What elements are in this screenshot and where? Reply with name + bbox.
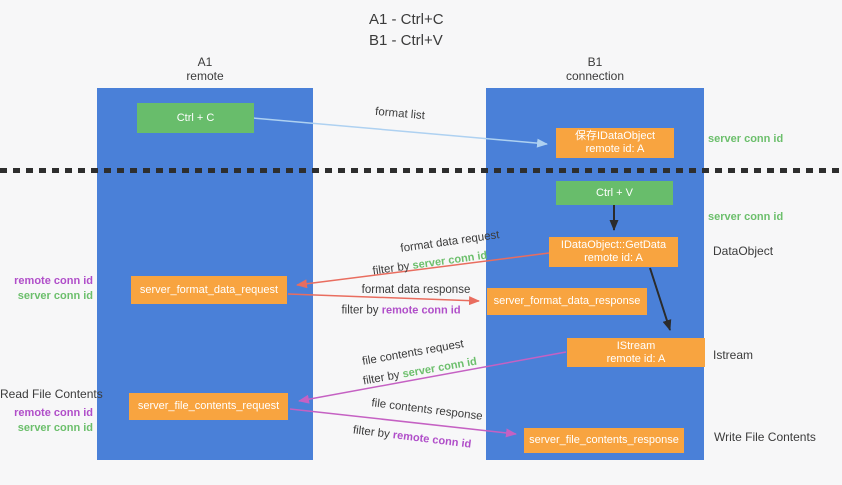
node-save-idataobject: 保存IDataObject remote id: A [556, 128, 674, 158]
flow-label-format-data-response: format data response [361, 284, 471, 296]
node-save-idataobject-line1: 保存IDataObject [574, 130, 656, 142]
title-line-2: B1 - Ctrl+V [369, 32, 443, 49]
node-server-format-data-request: server_format_data_request [131, 276, 287, 304]
annotation-istream: Istream [713, 348, 754, 362]
dotted-separator-line [0, 168, 842, 173]
annotation-server-conn-id-left-2: server conn id [17, 422, 93, 434]
filter-by-prefix: filter by [341, 304, 379, 317]
lane-header-b1-connection: B1 connection [486, 55, 704, 83]
node-getdata-line2: remote id: A [584, 252, 643, 264]
annotation-server-conn-id-left-1: server conn id [17, 290, 93, 302]
annotation-left-conn-ids-1: remote conn id server conn id [0, 274, 93, 304]
annotation-write-file-contents: Write File Contents [714, 430, 816, 444]
node-istream-line2: remote id: A [606, 352, 666, 365]
lane-a1-title: A1 [197, 55, 213, 69]
node-ctrl-v: Ctrl + V [556, 181, 673, 205]
filter-key-server-conn-id: server conn id [401, 355, 478, 381]
lane-header-a1-remote: A1 remote [97, 55, 313, 83]
annotation-server-conn-id-top: server conn id [708, 133, 784, 145]
node-server-file-contents-response: server_file_contents_response [524, 428, 684, 453]
flow-label-format-data-response-filter: filter by remote conn id [341, 304, 460, 319]
node-istream-line1: IStream [616, 339, 656, 352]
filter-key-server-conn-id: server conn id [411, 249, 488, 272]
filter-by-prefix: filter by [362, 369, 401, 388]
filter-by-prefix: filter by [352, 424, 391, 441]
node-file-request-label: server_file_contents_request [137, 400, 280, 412]
flow-label-format-list: format list [374, 105, 426, 123]
filter-by-prefix: filter by [371, 260, 411, 278]
node-istream: IStream remote id: A [567, 338, 705, 367]
node-ctrl-v-label: Ctrl + V [596, 186, 633, 199]
flow-label-file-contents-response: file contents response [370, 397, 484, 423]
lane-b1-title: B1 [587, 55, 603, 69]
diagram-title: A1 - Ctrl+C B1 - Ctrl+V [369, 9, 444, 51]
lane-a1-subtitle: remote [186, 69, 224, 83]
flow-label-format-data-request-filter: filter by server conn id [372, 249, 488, 280]
node-file-response-label: server_file_contents_response [529, 434, 679, 446]
annotation-read-file-contents: Read File Contents [0, 387, 103, 401]
node-format-response-label: server_format_data_response [493, 295, 641, 307]
node-getdata-line1: IDataObject::GetData [560, 239, 667, 251]
annotation-remote-conn-id-1: remote conn id [14, 275, 93, 287]
node-ctrl-c-label: Ctrl + C [176, 111, 215, 124]
lane-b1-subtitle: connection [565, 69, 625, 83]
node-save-idataobject-line2: remote id: A [585, 143, 645, 155]
node-idataobject-getdata: IDataObject::GetData remote id: A [549, 237, 678, 267]
annotation-left-conn-ids-2: remote conn id server conn id [0, 406, 93, 436]
node-ctrl-c: Ctrl + C [137, 103, 254, 133]
filter-key-remote-conn-id: remote conn id [392, 429, 472, 451]
title-line-1: A1 - Ctrl+C [369, 11, 444, 28]
node-server-format-data-response: server_format_data_response [487, 288, 647, 315]
node-server-file-contents-request: server_file_contents_request [129, 393, 288, 420]
annotation-remote-conn-id-2: remote conn id [14, 407, 93, 419]
annotation-server-conn-id-mid: server conn id [708, 211, 784, 223]
node-format-request-label: server_format_data_request [139, 283, 279, 296]
filter-key-remote-conn-id: remote conn id [381, 304, 461, 317]
annotation-dataobject: DataObject [713, 244, 774, 258]
flow-label-file-contents-response-filter: filter by remote conn id [352, 423, 472, 452]
